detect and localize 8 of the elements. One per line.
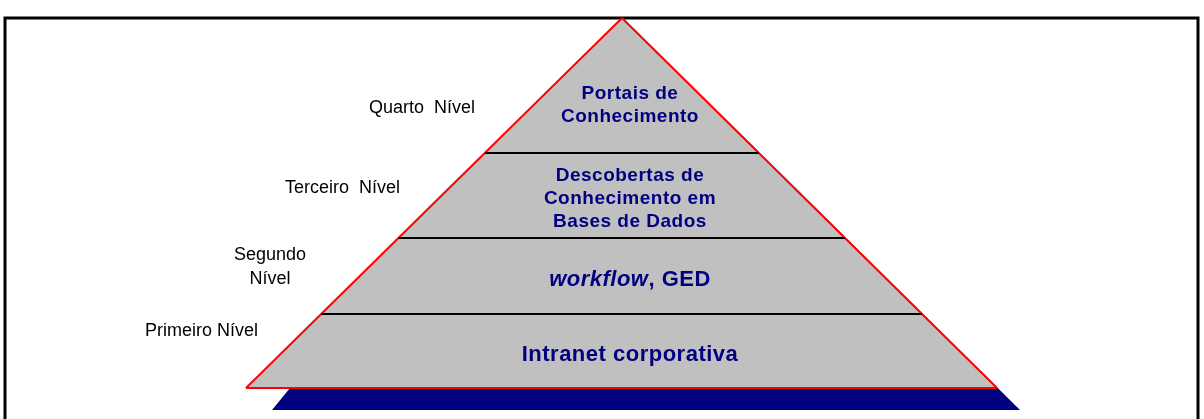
level-caption: Quarto Nível — [367, 96, 475, 119]
level-label: Descobertas de Conhecimento em Bases de Dados — [542, 163, 718, 232]
level-caption: Segundo Nível — [232, 243, 308, 290]
level-caption: Terceiro Nível — [283, 176, 400, 199]
level-label: Intranet corporativa — [520, 341, 740, 365]
level-label: Portais de Conhecimento — [560, 80, 700, 127]
level-caption: Primeiro Nível — [143, 319, 258, 342]
level-label: workflow, GED — [548, 266, 712, 290]
